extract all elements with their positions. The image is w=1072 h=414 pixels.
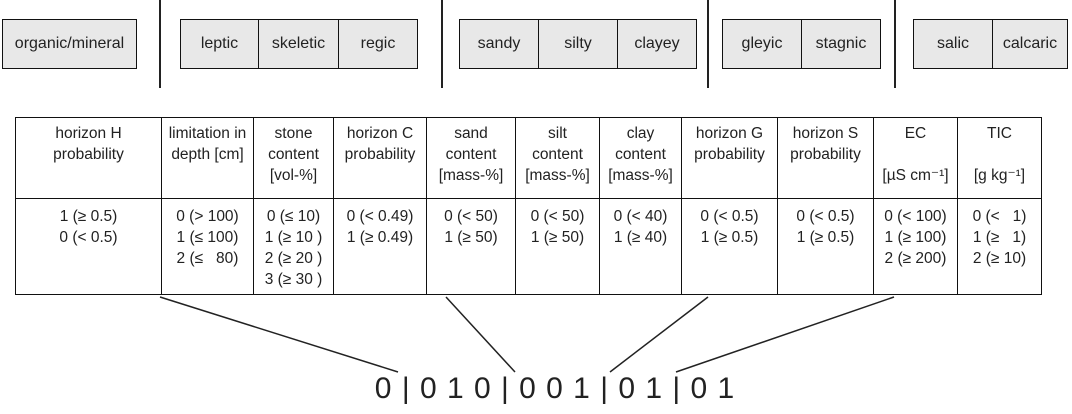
- table-values-row: 1 (≥ 0.5)0 (< 0.5) 0 (> 100)1 (≤ 100)2 (…: [15, 198, 1042, 295]
- box-clayey: clayey: [617, 19, 697, 69]
- values-sand-content: 0 (< 50)1 (≥ 50): [426, 198, 516, 295]
- values-horizon-h: 1 (≥ 0.5)0 (< 0.5): [15, 198, 162, 295]
- values-horizon-c: 0 (< 0.49)1 (≥ 0.49): [333, 198, 427, 295]
- group-divider: [707, 0, 709, 88]
- box-skeletic: skeletic: [258, 19, 339, 69]
- group-divider: [441, 0, 443, 88]
- box-gleyic: gleyic: [722, 19, 802, 69]
- box-organic-mineral: organic/mineral: [2, 19, 137, 69]
- box-stagnic: stagnic: [801, 19, 881, 69]
- header-ec: EC[µS cm⁻¹]: [873, 117, 958, 199]
- connector-line-left-inner: [445, 296, 516, 373]
- group-divider: [894, 0, 896, 88]
- values-horizon-g: 0 (< 0.5)1 (≥ 0.5): [681, 198, 778, 295]
- connector-line-left: [159, 296, 399, 373]
- values-horizon-s: 0 (< 0.5)1 (≥ 0.5): [777, 198, 874, 295]
- box-salic: salic: [913, 19, 993, 69]
- group-divider: [159, 0, 161, 88]
- box-silty: silty: [538, 19, 618, 69]
- connector-line-right-inner: [609, 296, 709, 373]
- values-ec: 0 (< 100)1 (≥ 100)2 (≥ 200): [873, 198, 958, 295]
- box-regic: regic: [338, 19, 418, 69]
- box-sandy: sandy: [459, 19, 539, 69]
- box-calcaric: calcaric: [992, 19, 1068, 69]
- values-stone-content: 0 (≤ 10)1 (≥ 10 )2 (≥ 20 )3 (≥ 30 ): [253, 198, 334, 295]
- header-tic: TIC[g kg⁻¹]: [957, 117, 1042, 199]
- values-limitation-depth: 0 (> 100)1 (≤ 100)2 (≤ 80): [161, 198, 254, 295]
- binary-code: 0 | 0 1 0 | 0 0 1 | 0 1 | 0 1: [374, 372, 736, 405]
- values-clay-content: 0 (< 40)1 (≥ 40): [599, 198, 682, 295]
- box-leptic: leptic: [180, 19, 259, 69]
- values-tic: 0 (< 1)1 (≥ 1)2 (≥ 10): [957, 198, 1042, 295]
- values-silt-content: 0 (< 50)1 (≥ 50): [515, 198, 600, 295]
- connector-line-right: [675, 296, 895, 373]
